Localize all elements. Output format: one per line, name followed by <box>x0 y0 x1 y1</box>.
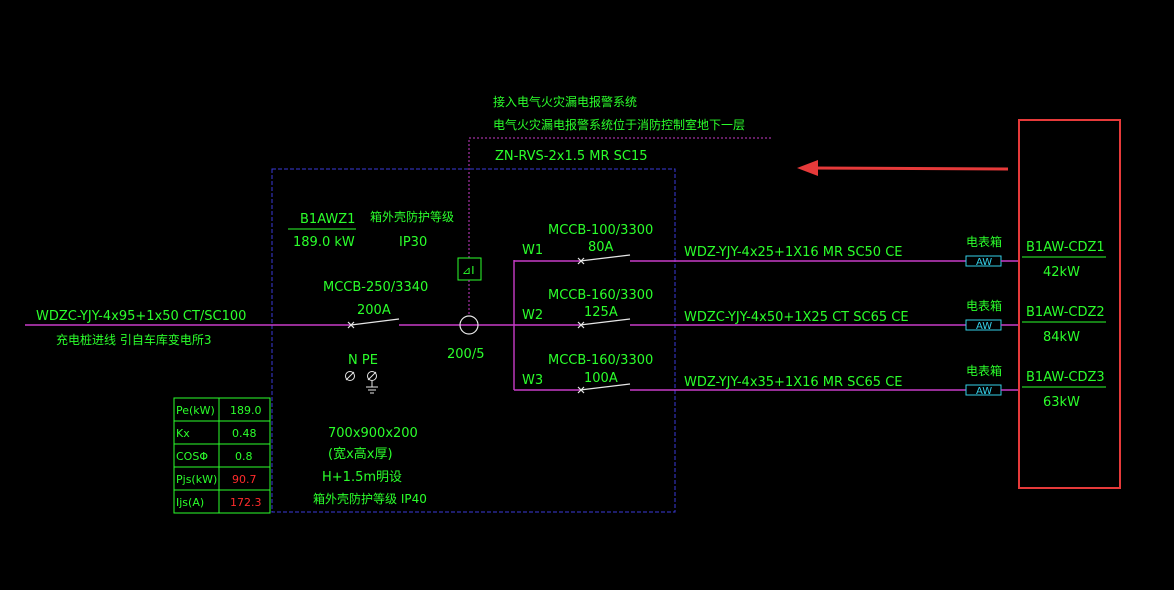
param-name: Pe(kW) <box>176 404 215 417</box>
circuit-cable-spec: WDZ-YJY-4x25+1X16 MR SC50 CE <box>684 245 902 260</box>
panel-power: 189.0 kW <box>293 235 355 250</box>
main-breaker-rating: 200A <box>357 303 391 318</box>
param-value: 0.8 <box>235 450 253 463</box>
leakage-detector-symbol: ⊿I <box>462 264 474 277</box>
panel-mounting: H+1.5m明设 <box>322 470 402 485</box>
panel-protection-label: 箱外壳防护等级 <box>370 209 454 224</box>
param-name: Ijs(A) <box>176 496 204 509</box>
red-arrow-head-icon <box>797 160 818 176</box>
circuit-cable-spec: WDZ-YJY-4x35+1X16 MR SC65 CE <box>684 375 902 390</box>
panel-dimensions-note: (宽x高x厚) <box>328 446 393 462</box>
meter-box-tag-text: AW <box>976 257 992 268</box>
ground-terminal-icon <box>366 371 378 394</box>
circuit-w2[interactable]: W2 MCCB-160/3300 125A WDZC-YJY-4x50+1X25… <box>514 288 1018 332</box>
panel-protection-value: IP30 <box>399 235 427 250</box>
load-target-id[interactable]: B1AW-CDZ3 <box>1026 370 1105 385</box>
load-target-power: 84kW <box>1043 330 1080 345</box>
panel-dimensions: 700x900x200 <box>328 426 418 441</box>
circuit-id: W2 <box>522 308 543 323</box>
alarm-note-line1: 接入电气火灾漏电报警系统 <box>493 94 637 109</box>
incoming-cable-spec: WDZC-YJY-4x95+1x50 CT/SC100 <box>36 309 246 324</box>
meter-box-label: 电表箱 <box>966 234 1002 249</box>
load-target-id[interactable]: B1AW-CDZ2 <box>1026 305 1105 320</box>
circuit-cable-spec: WDZC-YJY-4x50+1X25 CT SC65 CE <box>684 310 909 325</box>
meter-box-label: 电表箱 <box>966 298 1002 313</box>
main-breaker-model: MCCB-250/3340 <box>323 280 428 295</box>
load-parameters-table: Pe(kW) 189.0 Kx 0.48 COSΦ 0.8 Pjs(kW) 90… <box>173 397 271 514</box>
param-name: Kx <box>176 427 190 440</box>
neutral-terminal-icon <box>345 371 355 381</box>
meter-box-tag-text: AW <box>976 321 992 332</box>
param-value: 0.48 <box>232 427 257 440</box>
ct-ratio: 200/5 <box>447 347 484 362</box>
circuit-breaker-rating: 100A <box>584 371 618 386</box>
load-target-id[interactable]: B1AW-CDZ1 <box>1026 240 1105 255</box>
circuit-w1[interactable]: W1 MCCB-100/3300 80A WDZ-YJY-4x25+1X16 M… <box>514 223 1018 268</box>
param-name: Pjs(kW) <box>176 473 217 486</box>
circuit-breaker-model: MCCB-160/3300 <box>548 353 653 368</box>
panel-id[interactable]: B1AWZ1 <box>300 212 355 227</box>
circuit-breaker-model: MCCB-100/3300 <box>548 223 653 238</box>
param-value: 189.0 <box>230 404 262 417</box>
circuit-id: W1 <box>522 243 543 258</box>
meter-box-label: 电表箱 <box>966 363 1002 378</box>
circuit-breaker-model: MCCB-160/3300 <box>548 288 653 303</box>
meter-box-tag-text: AW <box>976 386 992 397</box>
circuit-w3[interactable]: W3 MCCB-160/3300 100A WDZ-YJY-4x35+1X16 … <box>514 353 1018 397</box>
load-target-power: 42kW <box>1043 265 1080 280</box>
alarm-signal-line <box>468 137 772 258</box>
terminals-label: N PE <box>348 353 378 368</box>
circuit-breaker-rating: 125A <box>584 305 618 320</box>
panel-enclosure <box>271 168 676 513</box>
param-name: COSΦ <box>176 450 208 463</box>
red-arrow-shaft <box>811 166 1009 171</box>
param-value-warning: 90.7 <box>232 473 257 486</box>
panel-enclosure-protection: 箱外壳防护等级 IP40 <box>313 491 427 506</box>
alarm-cable-spec: ZN-RVS-2x1.5 MR SC15 <box>495 149 648 164</box>
load-target-power: 63kW <box>1043 395 1080 410</box>
incoming-feeder-note: 充电桩进线 引自车库变电所3 <box>56 332 211 347</box>
alarm-note-line2: 电气火灾漏电报警系统位于消防控制室地下一层 <box>493 117 745 132</box>
downstream-highlight-box <box>1018 119 1121 489</box>
main-breaker-symbol[interactable] <box>347 318 400 329</box>
param-value-warning: 172.3 <box>230 496 262 509</box>
current-transformer-icon <box>459 315 479 335</box>
circuit-breaker-rating: 80A <box>588 240 614 255</box>
circuit-id: W3 <box>522 373 543 388</box>
